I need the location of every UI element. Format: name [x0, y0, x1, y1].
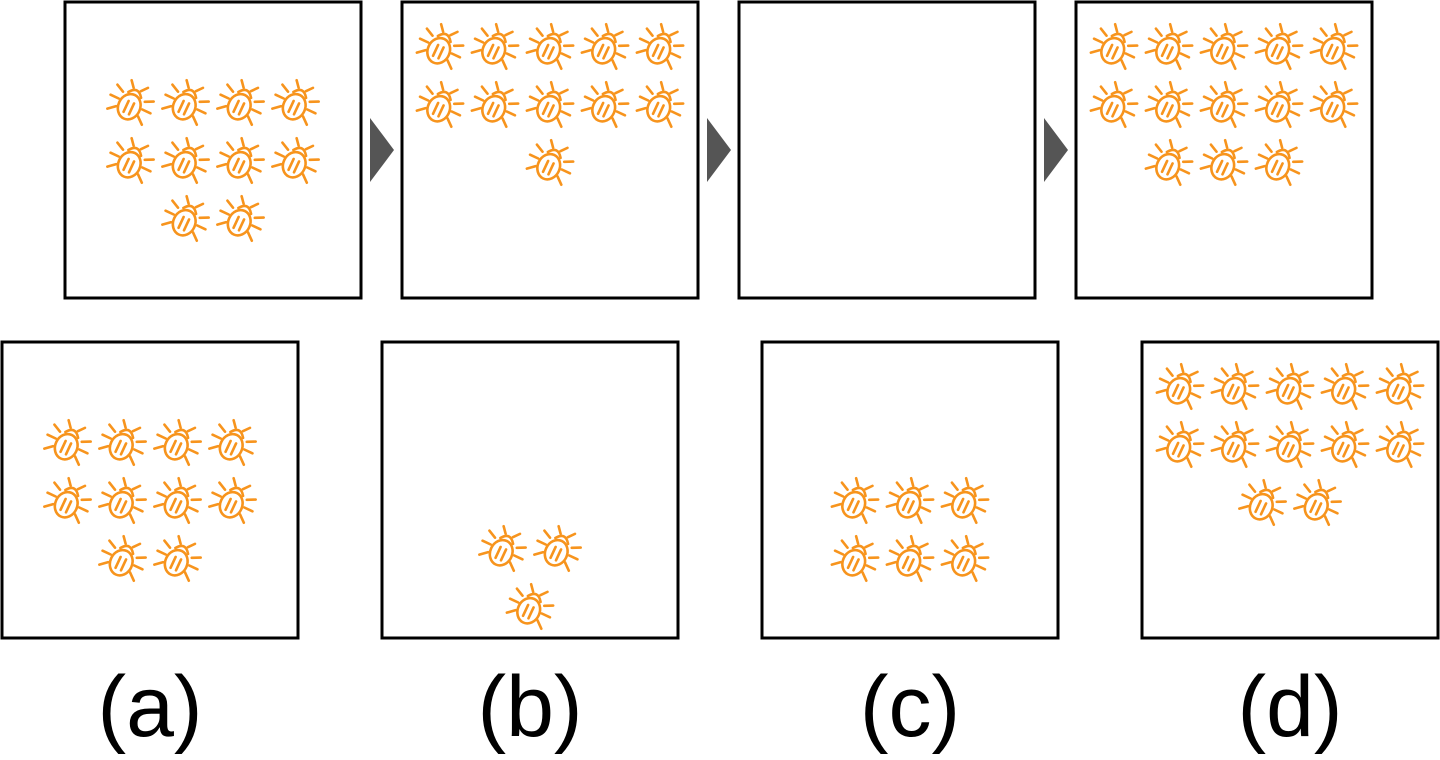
- missing-panel-frame: [737, 0, 1037, 300]
- option-label-d[interactable]: (d): [1237, 659, 1342, 755]
- option-panel-d: [1140, 340, 1440, 640]
- sequence-panel-4: [1074, 0, 1374, 300]
- option-panel-b-frame: [380, 340, 680, 640]
- sequence-row: [63, 0, 1374, 300]
- arrow-right-icon: [707, 118, 731, 182]
- option-panel-a: [0, 340, 300, 640]
- arrow-right-icon: [1044, 118, 1068, 182]
- option-panel-a-frame: [0, 340, 300, 640]
- sequence-panel-1-frame: [63, 0, 363, 300]
- arrow-right-icon: [370, 118, 394, 182]
- option-panel-d-frame: [1140, 340, 1440, 640]
- answer-options-row: (a) (b) (c) (d): [0, 340, 1440, 755]
- option-label-a[interactable]: (a): [97, 659, 202, 755]
- missing-panel: [737, 0, 1037, 300]
- option-panel-b: [380, 340, 680, 640]
- option-label-c[interactable]: (c): [860, 659, 960, 755]
- option-label-b[interactable]: (b): [477, 659, 582, 755]
- option-panel-c: [760, 340, 1060, 640]
- sequence-panel-1: [63, 0, 363, 300]
- sequence-panel-2: [400, 0, 700, 300]
